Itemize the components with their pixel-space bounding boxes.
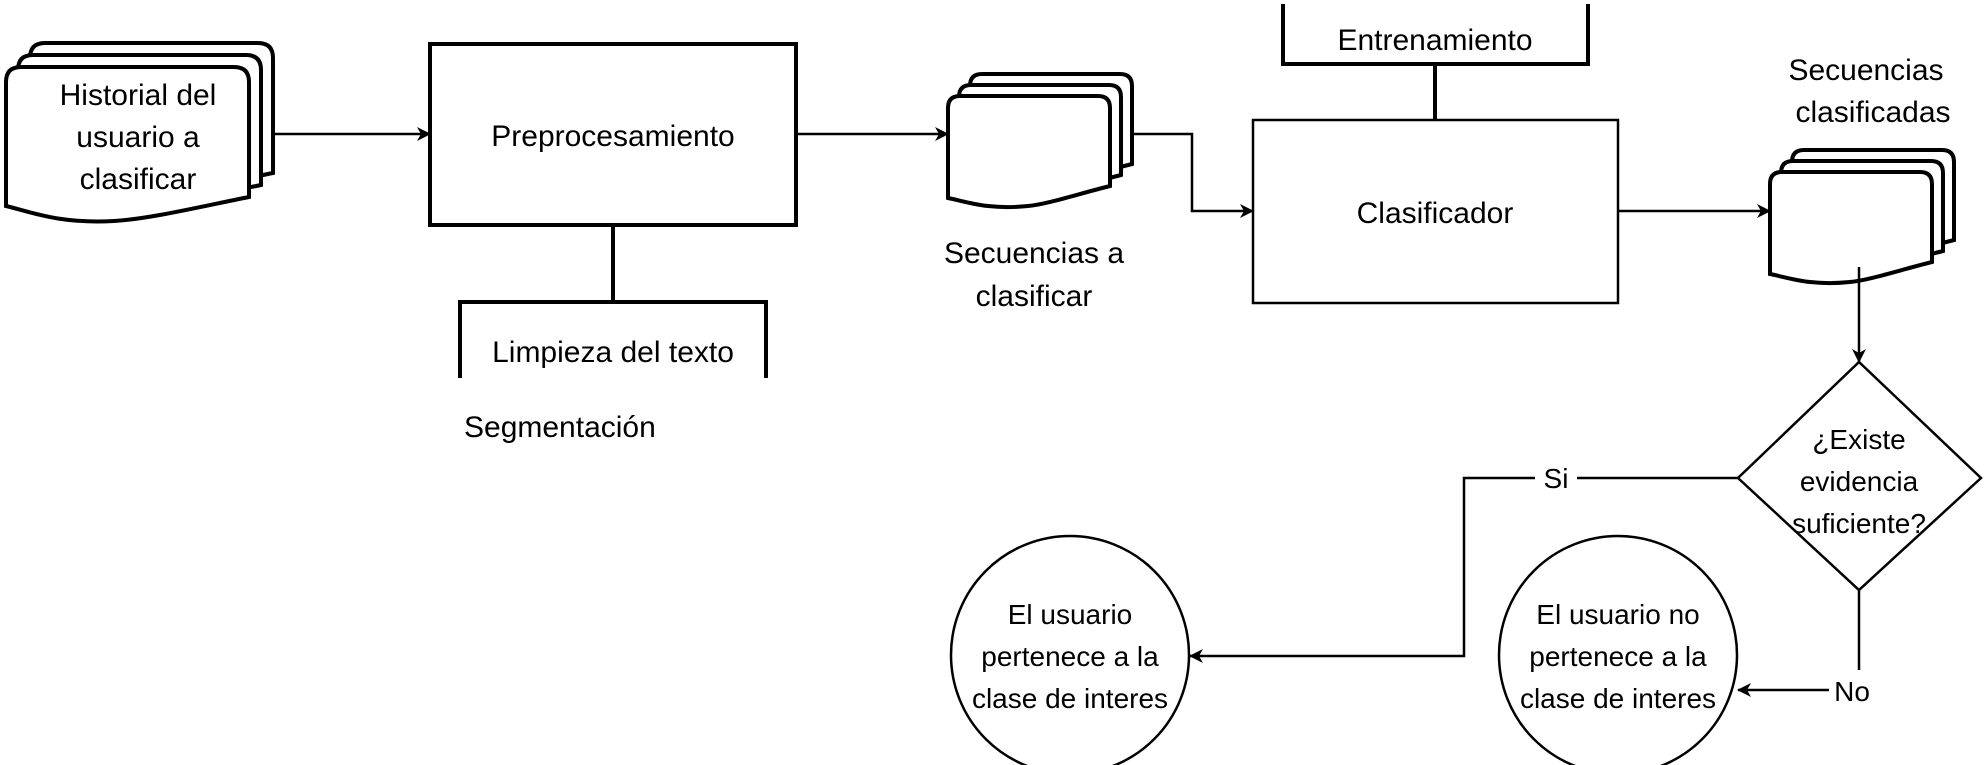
no-pertenece-label-line2: pertenece a la [1529,641,1707,672]
pertenece-label-line3: clase de interes [972,683,1168,714]
pertenece-terminal-circle [949,534,1191,765]
preprocesamiento-label: Preprocesamiento [491,120,734,153]
historial-label-line2: usuario a [76,121,200,154]
arrow-secuencias-to-clasificador [1132,132,1254,218]
no-pertenece-label-line1: El usuario no [1536,599,1699,630]
segmentacion-label: Segmentación [464,411,656,444]
entrenamiento-label: Entrenamiento [1337,24,1532,57]
clasificador-label: Clasificador [1357,197,1514,230]
historial-document-stack [3,41,275,224]
no-pertenece-label-line3: clase de interes [1520,683,1716,714]
secuencias-a-clasificar-label-line2: clasificar [976,280,1093,313]
decision-label-line1: ¿Existe [1812,424,1905,455]
arrow-decision-si-to-pertenece [1189,476,1738,663]
historial-label-line3: clasificar [80,163,197,196]
secuencias-a-clasificar-document-stack [946,72,1134,210]
pertenece-label-line2: pertenece a la [981,641,1159,672]
pertenece-label-line1: El usuario [1008,599,1133,630]
no-pertenece-terminal-circle [1497,534,1739,765]
secuencias-clasificadas-label-line1: Secuencias [1788,54,1943,87]
limpieza-label: Limpieza del texto [492,336,734,369]
decision-label-line3: suficiente? [1792,508,1926,539]
historial-label-line1: Historial del [60,79,217,112]
secuencias-a-clasificar-label-line1: Secuencias a [944,237,1124,270]
no-edge-label: No [1834,676,1870,707]
no-label-background [1829,670,1883,706]
secuencias-clasificadas-label-line2: clasificadas [1795,96,1950,129]
limpieza-annotation-bracket [458,300,768,378]
decision-label-line2: evidencia [1800,466,1919,497]
si-label-background [1535,460,1577,494]
si-edge-label: Si [1544,463,1569,494]
secuencias-clasificadas-document-stack [1768,148,1956,286]
